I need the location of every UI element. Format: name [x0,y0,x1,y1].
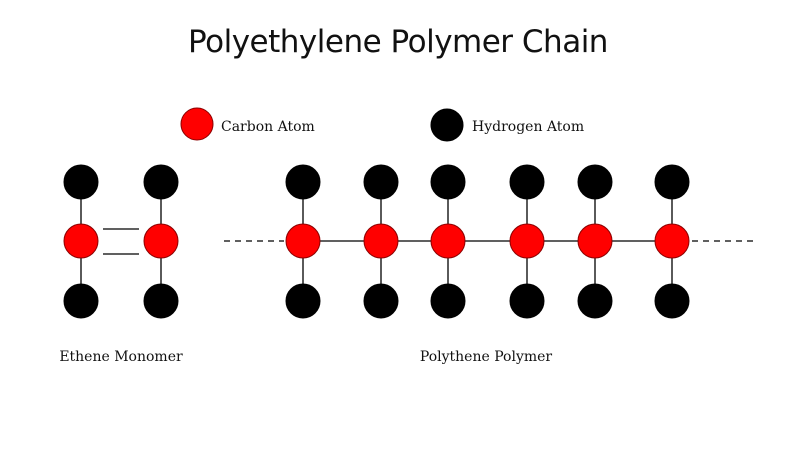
polymer-hydrogen-top-4 [509,164,545,200]
polymer-hydrogen-top-3 [430,164,466,200]
legend: Carbon Atom Hydrogen Atom [180,107,584,142]
polymer-carbon-4 [509,223,545,259]
monomer-caption: Ethene Monomer [59,349,183,365]
polymer-hydrogen-bottom-1 [285,283,321,319]
monomer-hydrogen-top-2 [143,164,179,200]
polymer-carbon-1 [285,223,321,259]
polymer-carbon-2 [363,223,399,259]
monomer-hydrogen-bottom-1 [63,283,99,319]
polymer-carbon-6 [654,223,690,259]
monomer-hydrogen-bottom-2 [143,283,179,319]
ethene-monomer-structure [63,164,179,319]
polymer-hydrogen-bottom-2 [363,283,399,319]
monomer-carbon-1 [63,223,99,259]
polymer-hydrogen-bottom-6 [654,283,690,319]
monomer-carbon-2 [143,223,179,259]
carbon-legend-swatch [180,107,214,141]
monomer-hydrogen-top-1 [63,164,99,200]
polymer-hydrogen-bottom-5 [577,283,613,319]
polymer-carbon-3 [430,223,466,259]
polymer-hydrogen-top-6 [654,164,690,200]
polymer-hydrogen-top-5 [577,164,613,200]
polymer-hydrogen-bottom-3 [430,283,466,319]
polymer-hydrogen-top-1 [285,164,321,200]
diagram-title: Polyethylene Polymer Chain [188,24,608,60]
carbon-legend-label: Carbon Atom [221,119,315,135]
polymer-caption: Polythene Polymer [420,349,553,365]
hydrogen-legend-label: Hydrogen Atom [472,119,584,135]
polythene-polymer-structure [224,164,755,319]
polymer-hydrogen-top-2 [363,164,399,200]
polymer-hydrogen-bottom-4 [509,283,545,319]
hydrogen-legend-swatch [430,108,464,142]
polymer-carbon-5 [577,223,613,259]
